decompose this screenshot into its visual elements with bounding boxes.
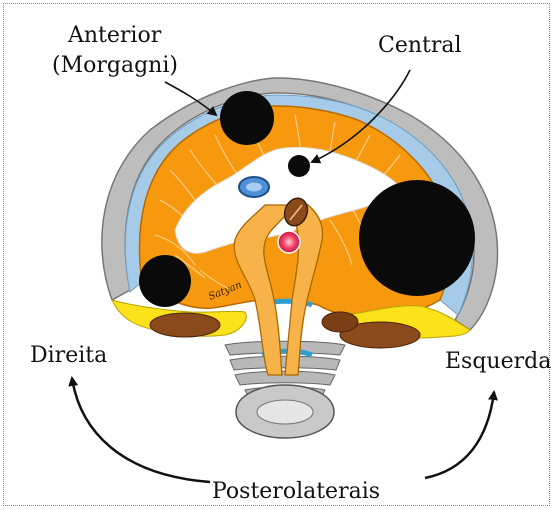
left-curved-arrow [425, 392, 494, 478]
label-anterior: Anterior [67, 23, 162, 48]
right-posterolateral-defect [139, 255, 191, 307]
label-direita: Direita [30, 343, 107, 368]
central-defect [288, 155, 310, 177]
left-posterolateral-defect [359, 180, 475, 296]
label-posterolaterais: Posterolaterais [212, 479, 380, 504]
right-curved-arrow [72, 378, 210, 482]
label-central: Central [378, 33, 462, 58]
label-morgagni: (Morgagni) [52, 53, 178, 78]
anterior-defect [220, 91, 274, 145]
left-kidney [150, 313, 220, 337]
aortic-hiatus [278, 231, 300, 253]
label-esquerda: Esquerda [445, 349, 551, 374]
